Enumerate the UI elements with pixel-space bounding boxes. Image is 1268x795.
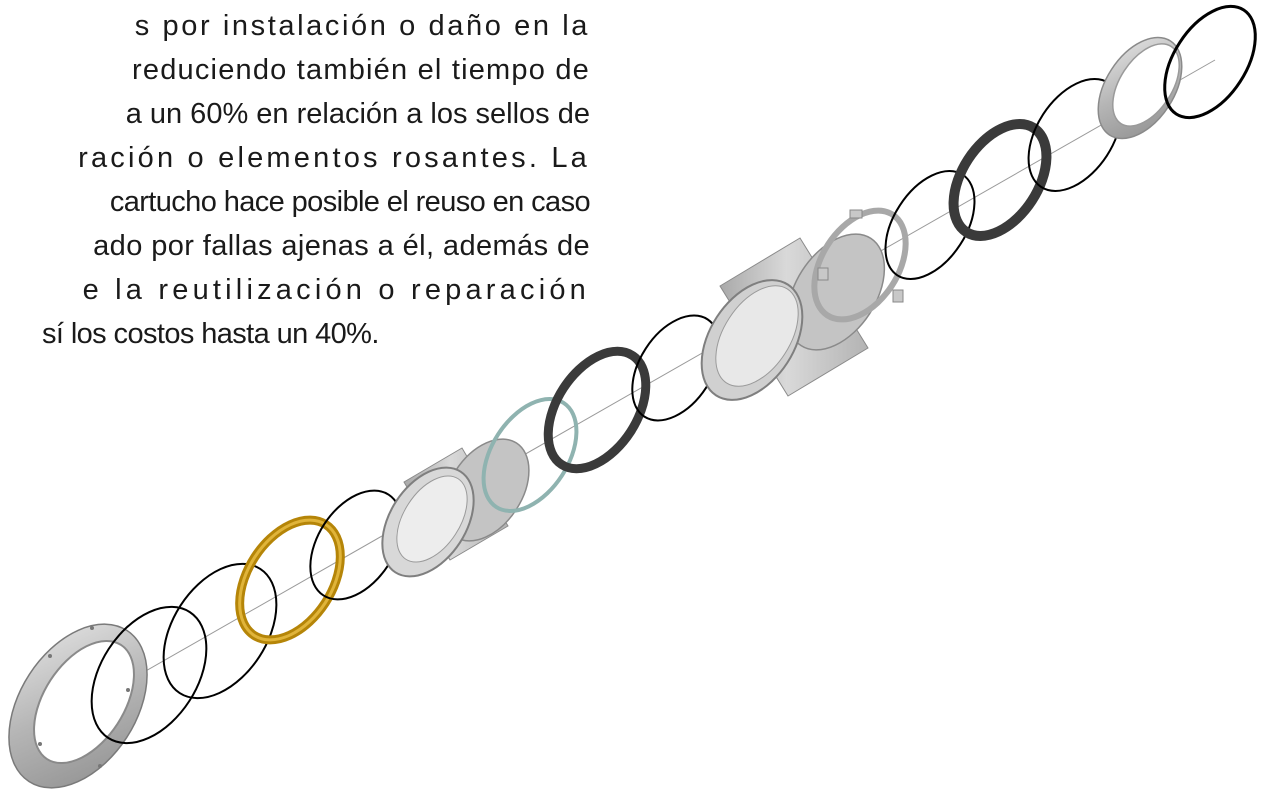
paragraph-line: cartucho hace posible el reuso en caso [109, 186, 591, 218]
o-ring-1 [90, 605, 208, 745]
o-ring-5 [884, 169, 976, 281]
o-ring-4 [631, 314, 721, 422]
teal-ring [481, 397, 579, 513]
flange-end-ring [8, 623, 148, 789]
o-ring-2 [162, 562, 278, 700]
description-paragraph: s por instalación o daño en la reduciend… [0, 4, 591, 356]
bronze-ring [235, 515, 345, 645]
dark-ring-2 [948, 119, 1052, 241]
paragraph-line: reduciendo también el tiempo de [132, 54, 590, 86]
paragraph-line: sí los costos hasta un 40%. [42, 318, 379, 350]
paragraph-line: s por instalación o daño en la [134, 10, 590, 42]
assembly-axis [59, 59, 1216, 721]
o-ring-7 [1163, 4, 1257, 120]
long-sleeve [700, 233, 886, 401]
collar-ring [1097, 36, 1183, 140]
dark-ring-1 [543, 346, 651, 474]
paragraph-line: ración o elementos rosantes. La [78, 142, 590, 174]
paragraph-line: ado por fallas ajenas a él, además de [93, 230, 590, 262]
paragraph-line: a un 60% en relación a los sellos de [125, 98, 590, 130]
paragraph-line: e la reutilización o reparación [82, 274, 590, 306]
clip-ring [811, 207, 909, 323]
